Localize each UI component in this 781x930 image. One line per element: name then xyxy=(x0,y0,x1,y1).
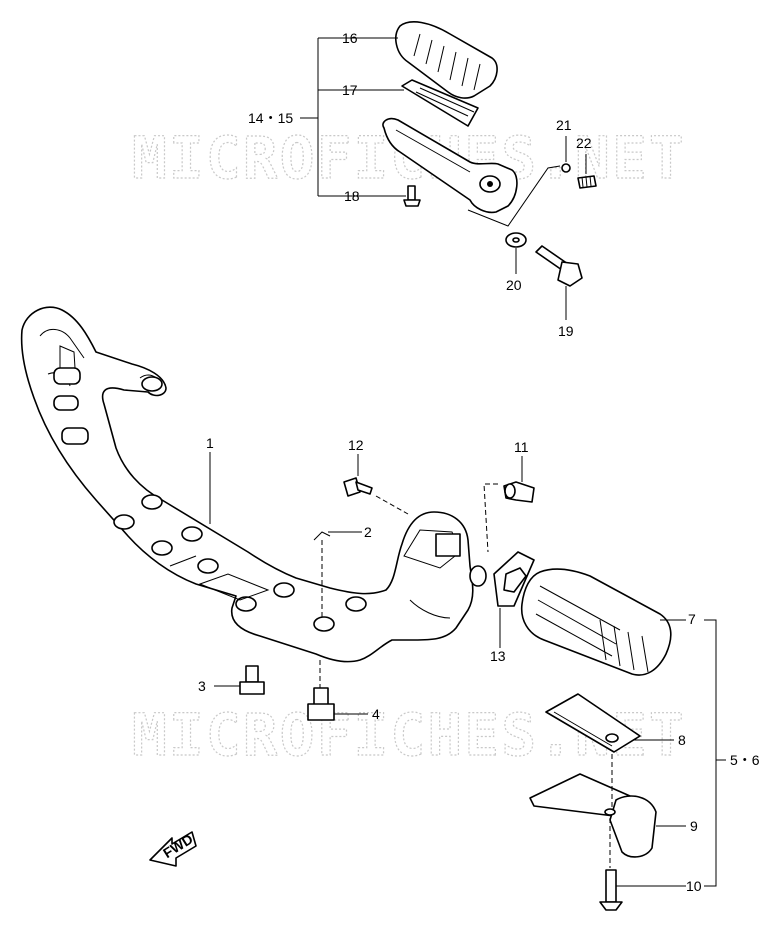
label-20: 20 xyxy=(506,277,522,293)
screw-18 xyxy=(403,185,421,207)
upper-indicator-line xyxy=(467,165,561,227)
footrest-bracket-14-15 xyxy=(382,117,518,214)
bolt-3 xyxy=(239,665,265,695)
label-19: 19 xyxy=(558,323,574,339)
forward-arrow-icon: FWD xyxy=(149,831,197,867)
plate-13 xyxy=(493,551,535,607)
label-8: 8 xyxy=(678,732,686,748)
label-12: 12 xyxy=(348,437,364,453)
label-14-15: 14・15 xyxy=(248,110,293,126)
label-4: 4 xyxy=(372,706,380,722)
bolt-11 xyxy=(503,481,535,503)
label-2: 2 xyxy=(364,524,372,540)
bolt-11-indicator xyxy=(483,483,498,553)
footrest-rubber-16 xyxy=(395,21,498,99)
spring-22 xyxy=(577,175,597,189)
bolt-4 xyxy=(307,687,335,721)
washer-20 xyxy=(505,232,527,248)
footrest-rubber-7 xyxy=(520,568,672,676)
footrest-plate-17 xyxy=(401,79,479,127)
label-3: 3 xyxy=(198,678,206,694)
footrest-cap-9 xyxy=(529,773,657,858)
label-22: 22 xyxy=(576,135,592,151)
part-labels: 16 17 14・15 18 21 22 20 19 1 12 11 2 7 1… xyxy=(198,30,760,894)
upper-leaders xyxy=(300,37,587,320)
label-18: 18 xyxy=(344,188,360,204)
plate-8 xyxy=(545,693,641,753)
screw-10 xyxy=(599,869,623,911)
nut-21 xyxy=(561,163,571,173)
bolt-12 xyxy=(343,477,373,497)
label-1: 1 xyxy=(206,435,214,451)
label-13: 13 xyxy=(490,648,506,664)
bolt-12-indicator xyxy=(375,495,409,515)
label-11: 11 xyxy=(514,439,529,455)
pin-bolt-19 xyxy=(535,245,583,287)
label-17: 17 xyxy=(342,82,358,98)
label-16: 16 xyxy=(342,30,358,46)
label-10: 10 xyxy=(686,878,702,894)
label-21: 21 xyxy=(556,117,572,133)
label-9: 9 xyxy=(690,818,698,834)
lower-leaders xyxy=(209,452,726,887)
label-7: 7 xyxy=(688,611,696,627)
pin-2 xyxy=(313,531,331,541)
label-5-6: 5・6 xyxy=(730,752,760,768)
footrest-bracket-1 xyxy=(20,306,487,663)
